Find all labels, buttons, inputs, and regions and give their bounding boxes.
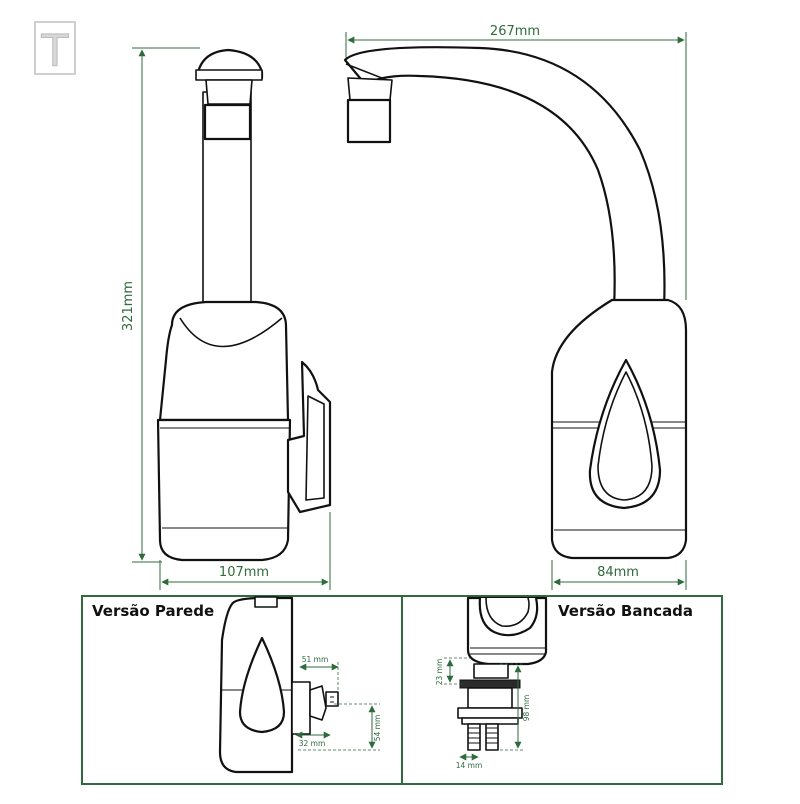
- wall-dim-right-label: 54 mm: [373, 715, 382, 742]
- depth-side-label: 107mm: [219, 565, 269, 580]
- brand-logo-letter: T: [41, 26, 69, 77]
- counter-version-title: Versão Bancada: [558, 602, 693, 620]
- height-label: 321mm: [121, 281, 136, 331]
- faucet-front-view: [343, 46, 688, 560]
- brand-logo: T: [34, 21, 76, 78]
- dimension-depth-side: 107mm: [159, 512, 331, 590]
- wall-version-title: Versão Parede: [92, 602, 214, 620]
- dimension-total-width: 267mm: [345, 22, 687, 300]
- base-front-label: 84mm: [597, 565, 639, 580]
- dimension-base-front: 84mm: [551, 560, 687, 590]
- counter-dim-right-label: 98 mm: [522, 695, 531, 722]
- counter-version-panel: Versão Bancada 23 mm 98 mm 14 mm: [435, 596, 693, 770]
- wall-dim-bottom-label: 32 mm: [299, 739, 326, 748]
- counter-dim-left-label: 23 mm: [435, 659, 444, 686]
- wall-dim-top-label: 51 mm: [302, 655, 329, 664]
- faucet-side-view: [156, 48, 332, 562]
- counter-dim-bottom-label: 14 mm: [456, 761, 483, 770]
- wall-version-panel: Versão Parede 51 mm 54 mm 32 mm: [92, 596, 382, 774]
- total-width-label: 267mm: [490, 24, 540, 39]
- dimension-height: 321mm: [116, 47, 200, 563]
